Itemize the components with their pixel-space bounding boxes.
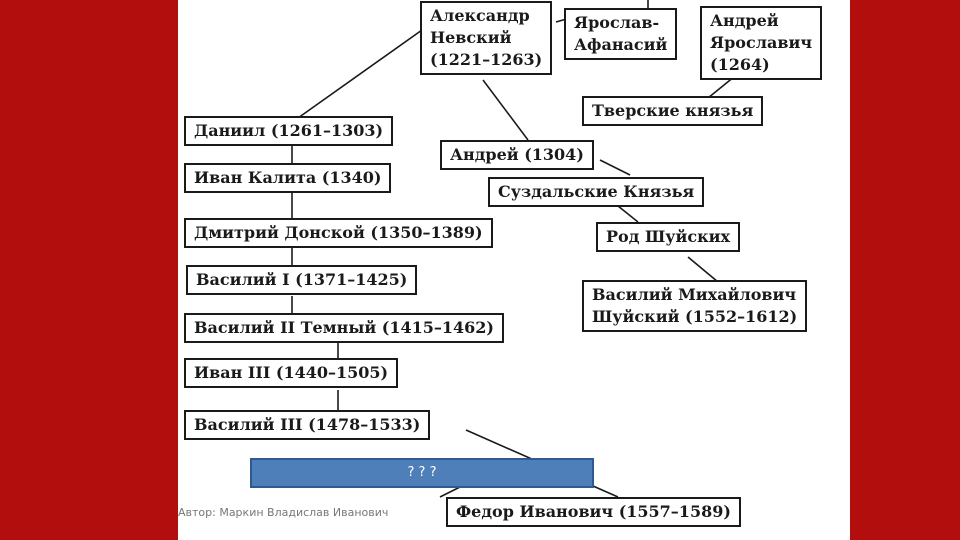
node-alexander-line-1: Александр	[430, 6, 530, 25]
node-vasily-shuisky-line-2: Шуйский (1552–1612)	[592, 307, 798, 326]
node-andreyyar-line-1: Андрей	[710, 11, 779, 30]
node-fedor-ivanovich: Федор Иванович (1557–1589)	[446, 497, 741, 527]
node-alexander-line-2: Невский	[430, 28, 512, 47]
node-yaroslav-line-1: Ярослав-	[574, 13, 660, 32]
node-shuisky-clan: Род Шуйских	[596, 222, 741, 252]
node-vasily-shuisky-line-1: Василий Михайлович	[592, 285, 797, 304]
line-alexander-daniil	[297, 29, 423, 119]
node-daniil: Даниил (1261–1303)	[184, 116, 394, 146]
node-vasily-2: Василий II Темный (1415–1462)	[184, 313, 504, 343]
node-vasily-3: Василий III (1478–1533)	[184, 410, 431, 440]
node-ivan-kalita: Иван Калита (1340)	[184, 163, 392, 193]
node-alexander-nevsky: Александр Невский (1221–1263)	[420, 1, 553, 75]
node-andreyyar-line-2: Ярославич	[710, 33, 813, 52]
line-andrey-suzdal	[599, 159, 631, 176]
line-alexander-andrey	[482, 79, 529, 141]
slide: Александр Невский (1221–1263) Ярослав- А…	[178, 0, 850, 540]
node-ivan-3: Иван III (1440–1505)	[184, 358, 399, 388]
line-shuisky-vasily	[687, 256, 719, 283]
node-yaroslav-line-2: Афанасий	[574, 35, 668, 54]
node-andrey: Андрей (1304)	[440, 140, 594, 170]
node-dmitry-donskoy: Дмитрий Донской (1350–1389)	[184, 218, 493, 248]
hidden-answer-box[interactable]: ? ? ?	[250, 458, 594, 488]
node-suzdal-princes: Суздальские Князья	[488, 177, 705, 207]
line-suzdal-shuisky	[617, 205, 639, 223]
node-tver-princes: Тверские князья	[582, 96, 764, 126]
node-andreyyar-line-3: (1264)	[710, 55, 770, 74]
node-vasily-shuisky: Василий Михайлович Шуйский (1552–1612)	[582, 280, 808, 332]
author-footer: Автор: Маркин Владислав Иванович	[178, 506, 389, 519]
node-alexander-line-3: (1221–1263)	[430, 50, 543, 69]
node-andrey-yaroslavich: Андрей Ярославич (1264)	[700, 6, 823, 80]
node-vasily-1: Василий I (1371–1425)	[186, 265, 418, 295]
node-yaroslav-afanasy: Ярослав- Афанасий	[564, 8, 678, 60]
